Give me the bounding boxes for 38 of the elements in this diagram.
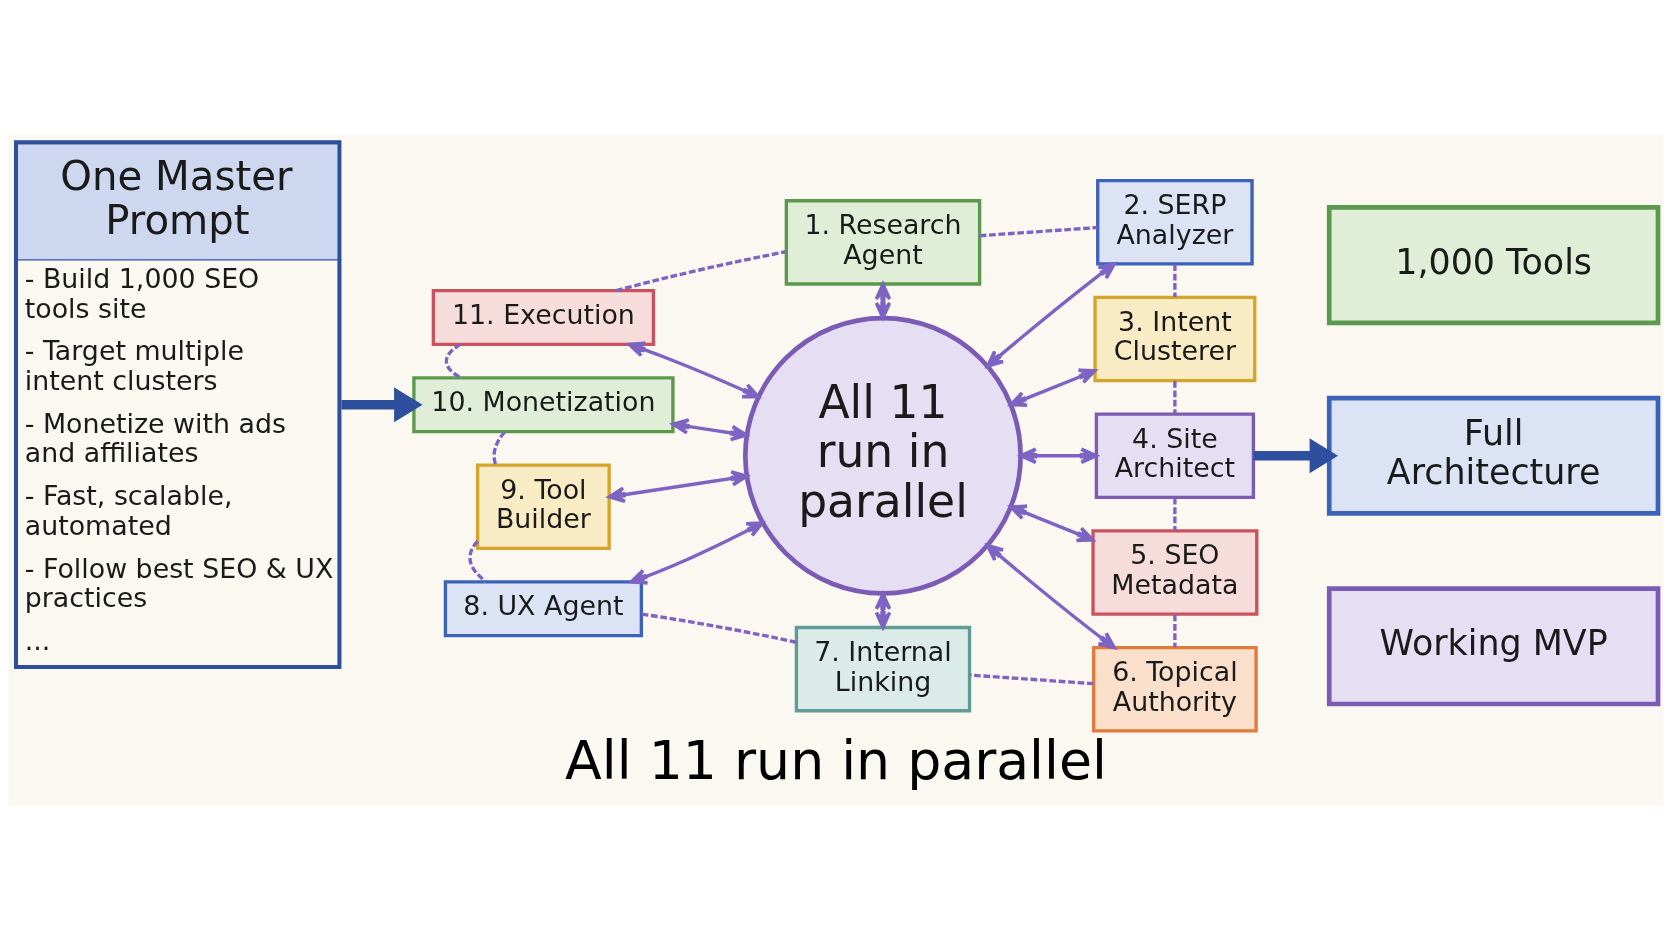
node-box: 1. Research Agent — [784, 199, 982, 286]
node-box: Full Architecture — [1326, 395, 1661, 516]
node-box: 1,000 Tools — [1326, 205, 1661, 326]
node-box: 9. Tool Builder — [475, 463, 611, 550]
connector — [1173, 264, 1177, 297]
node-box: 8. UX Agent — [443, 580, 644, 638]
connector — [492, 430, 507, 466]
arrow — [1009, 368, 1097, 407]
connector — [1173, 381, 1177, 414]
arrow — [671, 418, 749, 442]
node-box: 7. Internal Linking — [794, 625, 972, 713]
connector — [444, 342, 462, 380]
connector — [969, 673, 1094, 686]
connector — [615, 250, 787, 293]
connector — [1173, 497, 1177, 531]
connector — [641, 612, 797, 644]
arrow — [874, 592, 892, 630]
arrow — [874, 282, 892, 320]
node-box: 4. Site Architect — [1094, 412, 1256, 499]
node-box: 5. SEO Metadata — [1091, 529, 1259, 616]
arrow — [1009, 504, 1095, 543]
arrow — [607, 470, 749, 503]
connector — [1173, 614, 1177, 648]
node-box: 2. SERP Analyzer — [1096, 178, 1254, 266]
arrow — [985, 262, 1116, 368]
connector — [468, 540, 488, 583]
arrow — [627, 341, 761, 399]
node-box: 3. Intent Clusterer — [1093, 295, 1257, 383]
arrow — [1253, 438, 1339, 474]
arrow — [985, 543, 1116, 650]
node-box: 6. Topical Authority — [1092, 645, 1258, 733]
arrow — [629, 521, 765, 585]
arrow — [1019, 447, 1098, 465]
node-box: 11. Execution — [431, 289, 656, 347]
node-box: 10. Monetization — [412, 376, 675, 434]
node-box: Working MVP — [1326, 586, 1661, 707]
arrow — [341, 387, 423, 423]
connector — [979, 225, 1098, 238]
